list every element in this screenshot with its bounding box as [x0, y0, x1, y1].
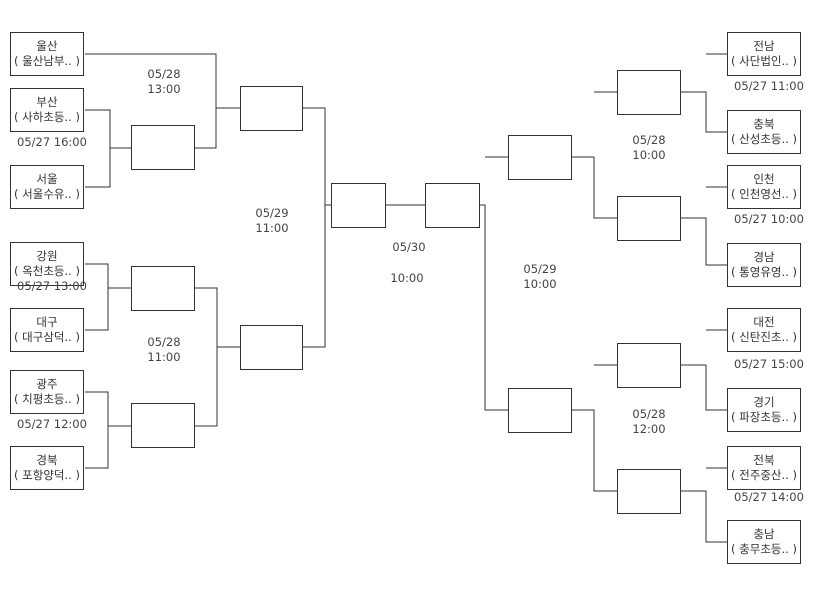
- team-region: 서울: [36, 172, 58, 186]
- team-region: 부산: [36, 95, 58, 109]
- team-left-3: 서울 ( 서울수유.. ): [10, 165, 84, 209]
- schedule-label: 05/27 13:00: [17, 279, 87, 293]
- team-region: 전남: [753, 39, 775, 53]
- team-region: 충남: [753, 527, 775, 541]
- schedule-date: 05/28: [632, 407, 666, 421]
- schedule-date: 05/29: [255, 206, 289, 220]
- team-region: 광주: [36, 377, 58, 391]
- slot-left-r1-b: [131, 266, 195, 311]
- schedule-time: 10:00: [523, 277, 557, 291]
- schedule-date: 05/29: [523, 262, 557, 276]
- team-region: 강원: [36, 249, 58, 263]
- team-left-4: 강원 ( 옥천초등.. ): [10, 242, 84, 286]
- team-left-6: 광주 ( 치평초등.. ): [10, 370, 84, 414]
- team-region: 전북: [753, 453, 775, 467]
- final-date: 05/30: [392, 240, 426, 254]
- team-school: ( 사단법인.. ): [731, 54, 797, 68]
- team-right-1: 전남 ( 사단법인.. ): [727, 32, 801, 76]
- team-school: ( 통영유영.. ): [731, 265, 797, 279]
- team-school: ( 전주중산.. ): [731, 468, 797, 482]
- slot-right-qf-bottom: [508, 388, 572, 433]
- team-school: ( 신탄진초.. ): [731, 330, 797, 344]
- team-right-7: 전북 ( 전주중산.. ): [727, 446, 801, 490]
- team-right-4: 경남 ( 통영유영.. ): [727, 243, 801, 287]
- team-school: ( 포항양덕.. ): [14, 468, 80, 482]
- slot-left-sf: [331, 183, 386, 228]
- schedule-time: 11:00: [147, 350, 181, 364]
- slot-left-r1-c: [131, 403, 195, 448]
- team-school: ( 충무초등.. ): [731, 542, 797, 556]
- schedule-time: 10:00: [632, 148, 666, 162]
- sf-left-schedule: 05/29 11:00: [247, 206, 297, 236]
- team-region: 울산: [36, 39, 58, 53]
- team-region: 인천: [753, 172, 775, 186]
- slot-right-r1-b: [617, 196, 681, 241]
- slot-left-r1-a: [131, 125, 195, 170]
- team-right-3: 인천 ( 인천영선.. ): [727, 165, 801, 209]
- slot-right-r1-c: [617, 343, 681, 388]
- team-right-5: 대전 ( 신탄진초.. ): [727, 308, 801, 352]
- slot-right-r1-d: [617, 469, 681, 514]
- team-region: 충북: [753, 117, 775, 131]
- team-left-1: 울산 ( 울산남부.. ): [10, 32, 84, 76]
- final-time: 10:00: [390, 271, 424, 285]
- schedule-label: 05/27 10:00: [734, 212, 804, 226]
- schedule-date: 05/28: [147, 67, 181, 81]
- team-school: ( 인천영선.. ): [731, 187, 797, 201]
- schedule-label: 05/27 15:00: [734, 357, 804, 371]
- slot-right-sf: [425, 183, 480, 228]
- qf-left-top-schedule: 05/28 13:00: [140, 67, 188, 97]
- team-school: ( 치평초등.. ): [14, 392, 80, 406]
- team-school: ( 서울수유.. ): [14, 187, 80, 201]
- slot-right-qf-top: [508, 135, 572, 180]
- schedule-label: 05/27 11:00: [734, 79, 804, 93]
- team-region: 경북: [36, 453, 58, 467]
- team-school: ( 울산남부.. ): [14, 54, 80, 68]
- team-right-8: 충남 ( 충무초등.. ): [727, 520, 801, 564]
- team-school: ( 산성초등.. ): [731, 132, 797, 146]
- sf-right-schedule: 05/29 10:00: [515, 262, 565, 292]
- team-school: ( 옥천초등.. ): [14, 264, 80, 278]
- slot-left-qf-bottom: [240, 325, 303, 370]
- slot-left-qf-top: [240, 86, 303, 131]
- schedule-time: 12:00: [632, 422, 666, 436]
- team-school: ( 파장초등.. ): [731, 410, 797, 424]
- team-school: ( 사하초등.. ): [14, 110, 80, 124]
- team-school: ( 대구삼덕.. ): [14, 330, 80, 344]
- team-region: 대구: [36, 315, 58, 329]
- team-region: 경기: [753, 395, 775, 409]
- schedule-date: 05/28: [147, 335, 181, 349]
- team-left-7: 경북 ( 포항양덕.. ): [10, 446, 84, 490]
- team-region: 대전: [753, 315, 775, 329]
- schedule-label: 05/27 12:00: [17, 417, 87, 431]
- team-left-5: 대구 ( 대구삼덕.. ): [10, 308, 84, 352]
- schedule-label: 05/27 14:00: [734, 490, 804, 504]
- team-left-2: 부산 ( 사하초등.. ): [10, 88, 84, 132]
- schedule-label: 05/27 16:00: [17, 135, 87, 149]
- team-right-6: 경기 ( 파장초등.. ): [727, 388, 801, 432]
- schedule-date: 05/28: [632, 133, 666, 147]
- team-region: 경남: [753, 250, 775, 264]
- schedule-time: 13:00: [147, 82, 181, 96]
- slot-right-r1-a: [617, 70, 681, 115]
- qf-right-top-schedule: 05/28 10:00: [625, 133, 673, 163]
- schedule-time: 11:00: [255, 221, 289, 235]
- qf-left-bottom-schedule: 05/28 11:00: [140, 335, 188, 365]
- qf-right-bottom-schedule: 05/28 12:00: [625, 407, 673, 437]
- team-right-2: 충북 ( 산성초등.. ): [727, 110, 801, 154]
